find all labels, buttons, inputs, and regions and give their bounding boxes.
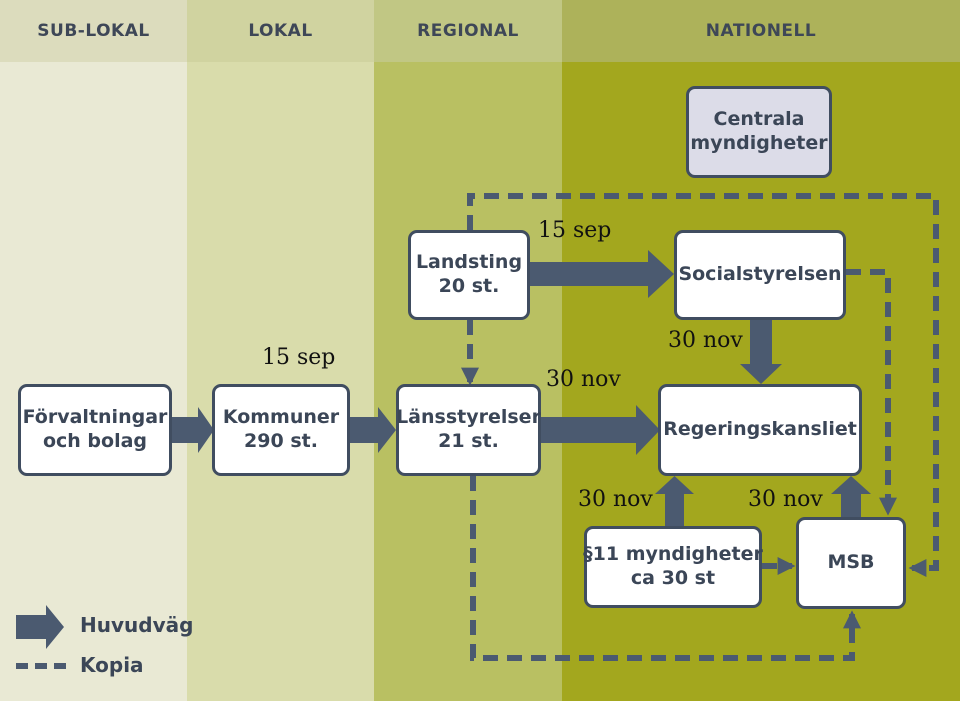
date-label-myndigheter-regeringskansliet: 30 nov: [578, 487, 653, 512]
box-myndigheter-line1: §11 myndigheter: [583, 543, 763, 566]
main-arrow-landsting-socialstyrelsen: [530, 250, 674, 298]
box-landsting-line2: 20 st.: [438, 275, 500, 297]
main-arrow-msb-regeringskansliet: [831, 476, 871, 517]
box-forvaltningar-line2: och bolag: [42, 430, 148, 452]
box-socialstyrelsen-line1: Socialstyrelsen: [678, 263, 842, 286]
box-kommuner-line2: 290 st.: [244, 430, 318, 452]
column-lokal: LOKAL: [187, 0, 374, 701]
copy-path-socialstyrelsen-msb: [846, 269, 897, 516]
box-forvaltningar-line1: Förvaltningar: [22, 406, 168, 429]
box-socialstyrelsen: Socialstyrelsen: [674, 230, 846, 320]
box-centrala-line1: Centrala: [713, 108, 805, 131]
box-msb-line1: MSB: [827, 551, 875, 574]
box-lansstyrelser: Länsstyrelser 21 st.: [396, 384, 541, 476]
date-label-msb-regeringskansliet: 30 nov: [748, 487, 823, 512]
legend-main-label: Huvudväg: [80, 613, 194, 637]
column-header-nationell: NATIONELL: [562, 0, 960, 62]
box-lansstyrelser-line2: 21 st.: [438, 430, 499, 452]
main-arrow-myndigheter-regeringskansliet: [655, 476, 694, 528]
date-label-landsting-socialstyrelsen: 15 sep: [538, 218, 612, 243]
column-sub-lokal: SUB-LOKAL: [0, 0, 187, 701]
box-myndigheter-line2: ca 30 st: [630, 567, 716, 589]
box-myndigheter-11: §11 myndigheter ca 30 st: [583, 526, 763, 608]
box-centrala-line2: myndigheter: [690, 132, 828, 154]
box-centrala-myndigheter: Centrala myndigheter: [686, 86, 832, 178]
column-header-regional: REGIONAL: [374, 0, 562, 62]
main-arrow-forvaltningar-kommuner: [172, 407, 214, 453]
box-msb: MSB: [796, 517, 906, 609]
box-landsting: Landsting 20 st.: [408, 230, 530, 320]
date-label-socialstyrelsen-regeringskansliet: 30 nov: [668, 328, 743, 353]
box-regeringskansliet-line1: Regeringskansliet: [663, 418, 857, 441]
main-arrow-socialstyrelsen-regeringskansliet: [740, 318, 782, 384]
box-kommuner: Kommuner 290 st.: [212, 384, 350, 476]
box-forvaltningar: Förvaltningar och bolag: [18, 384, 172, 476]
legend-copy-label: Kopia: [80, 653, 144, 677]
box-landsting-line1: Landsting: [415, 251, 523, 274]
date-label-kommuner: 15 sep: [262, 345, 336, 370]
main-arrow-kommuner-lansstyrelser: [350, 407, 396, 453]
box-lansstyrelser-line1: Länsstyrelser: [396, 406, 541, 429]
main-arrow-lansstyrelser-regeringskansliet: [541, 405, 660, 455]
box-kommuner-line1: Kommuner: [222, 406, 340, 429]
column-header-sub-lokal: SUB-LOKAL: [0, 0, 187, 62]
copy-path-bottom-loop: [470, 476, 861, 661]
box-regeringskansliet: Regeringskansliet: [658, 384, 862, 476]
date-label-lansstyrelser-regeringskansliet: 30 nov: [546, 367, 621, 392]
column-header-lokal: LOKAL: [187, 0, 374, 62]
legend-main-symbol: [16, 605, 64, 649]
